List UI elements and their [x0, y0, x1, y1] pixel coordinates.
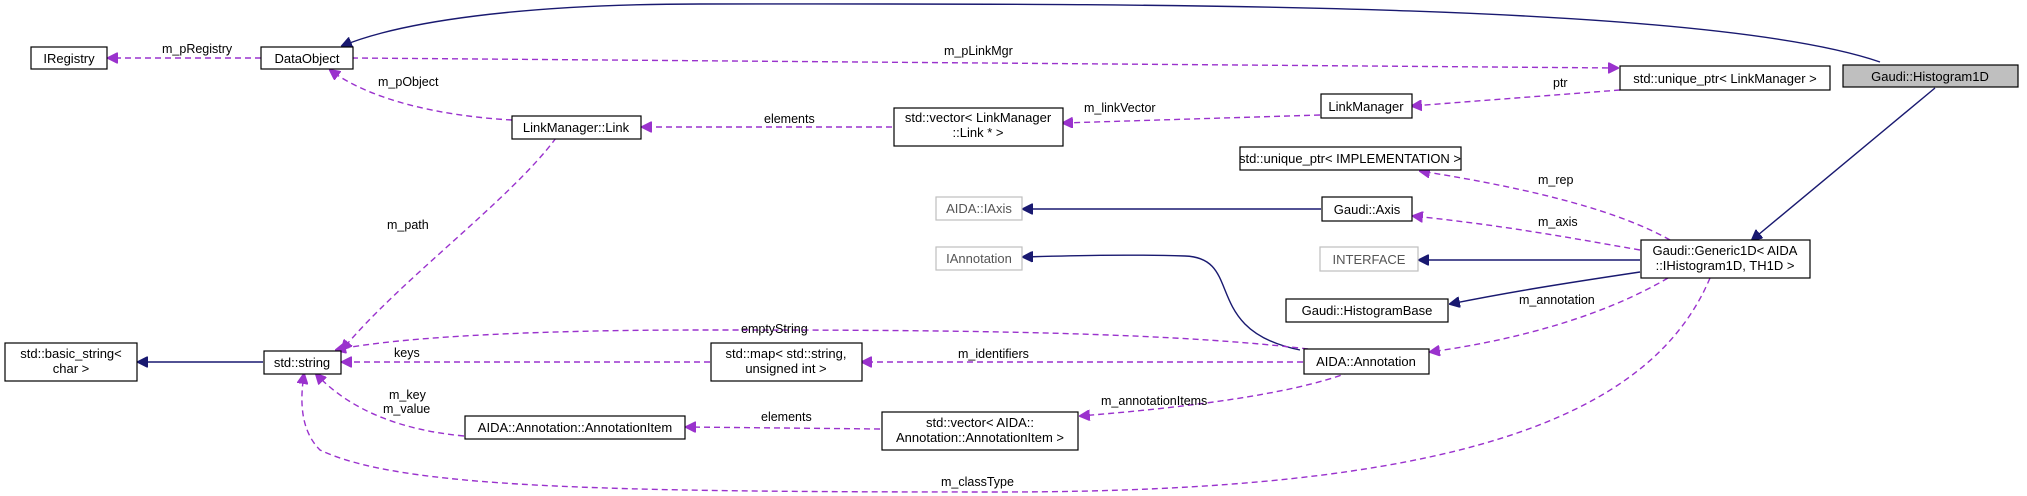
node-aida-annotation[interactable]: AIDA::Annotation [1303, 348, 1430, 375]
edge-linkmanager-to-unique-ptr [1412, 89, 1621, 106]
node-label: AIDA::IAxis [946, 201, 1012, 216]
edge-generic1d-to-unique-ptr-impl [1420, 171, 1671, 241]
edge-label-m-annotationitems: m_annotationItems [1101, 394, 1207, 408]
node-vector-annotation-item[interactable]: std::vector< AIDA:: Annotation::Annotati… [881, 411, 1079, 451]
edge-generic1d-to-axis [1413, 216, 1641, 251]
node-aida-iaxis[interactable]: AIDA::IAxis [935, 196, 1023, 221]
edge-histogram1d-to-dataobject [342, 3, 1881, 63]
node-label: unsigned int > [745, 361, 826, 376]
node-label: AIDA::Annotation::AnnotationItem [478, 420, 672, 435]
node-label: char > [53, 361, 90, 376]
edge-unique-ptr-to-dataobject [351, 57, 1618, 68]
node-gaudi-axis[interactable]: Gaudi::Axis [1321, 196, 1413, 222]
node-label: AIDA::Annotation [1316, 354, 1416, 369]
edge-label-ptr: ptr [1553, 76, 1568, 90]
edge-label-m-plinkmgr: m_pLinkMgr [944, 44, 1013, 58]
node-label: Gaudi::HistogramBase [1302, 303, 1433, 318]
edge-annotation-to-vector-item [1080, 371, 1351, 416]
edge-label-m-classtype: m_classType [941, 475, 1014, 489]
node-unique-ptr-linkmanager[interactable]: std::unique_ptr< LinkManager > [1619, 65, 1831, 91]
edge-label-m-rep: m_rep [1538, 173, 1573, 187]
node-histogram1d[interactable]: Gaudi::Histogram1D [1842, 64, 2019, 88]
node-label: Gaudi::Generic1D< AIDA [1653, 243, 1798, 258]
node-vector-link[interactable]: std::vector< LinkManager ::Link * > [893, 107, 1064, 147]
edge-linkmanager-to-vector-link [1063, 114, 1321, 123]
edge-annotation-to-string-empty [336, 329, 1309, 350]
edge-label-m-key: m_key [389, 388, 427, 402]
node-linkmanager-link[interactable]: LinkManager::Link [511, 115, 642, 140]
node-label: Gaudi::Histogram1D [1871, 69, 1989, 84]
edge-label-m-linkvector: m_linkVector [1084, 101, 1156, 115]
node-dataobject[interactable]: DataObject [260, 46, 354, 70]
edge-label-elements-link: elements [764, 112, 815, 126]
node-label: std::unique_ptr< LinkManager > [1633, 71, 1817, 86]
node-interface[interactable]: INTERFACE [1319, 246, 1419, 272]
edge-annotation-to-iannotation [1023, 255, 1301, 351]
edge-label-keys: keys [394, 346, 420, 360]
edge-annotation-item-to-string [316, 374, 465, 437]
node-std-string[interactable]: std::string [263, 350, 342, 375]
node-linkmanager[interactable]: LinkManager [1320, 93, 1413, 119]
edge-label-m-value: m_value [383, 402, 430, 416]
node-label: std::unique_ptr< IMPLEMENTATION > [1239, 151, 1461, 166]
edge-label-m-pregistry: m_pRegistry [162, 42, 233, 56]
node-basic-string[interactable]: std::basic_string< char > [4, 342, 138, 382]
node-annotation-item[interactable]: AIDA::Annotation::AnnotationItem [464, 415, 686, 440]
edge-generic1d-to-string-classtype [302, 277, 1711, 493]
node-label: IRegistry [43, 51, 95, 66]
node-label: DataObject [274, 51, 339, 66]
node-label: std::vector< AIDA:: [926, 415, 1034, 430]
edge-label-m-pobject: m_pObject [378, 75, 439, 89]
node-label: ::Link * > [953, 125, 1004, 140]
node-label: INTERFACE [1333, 252, 1406, 267]
node-generic1d[interactable]: Gaudi::Generic1D< AIDA ::IHistogram1D, T… [1640, 239, 1811, 279]
edge-label-m-path: m_path [387, 218, 429, 232]
edge-generic1d-to-annotation [1430, 277, 1669, 352]
edge-link-to-dataobject [330, 70, 513, 121]
node-label: LinkManager::Link [523, 120, 630, 135]
node-unique-ptr-implementation[interactable]: std::unique_ptr< IMPLEMENTATION > [1239, 146, 1462, 171]
node-histogrambase[interactable]: Gaudi::HistogramBase [1285, 298, 1449, 323]
node-label: std::vector< LinkManager [905, 110, 1052, 125]
edge-label-m-axis: m_axis [1538, 215, 1578, 229]
node-label: Gaudi::Axis [1334, 202, 1401, 217]
edge-generic1d-to-histogrambase [1450, 271, 1641, 304]
node-label: ::IHistogram1D, TH1D > [1656, 258, 1795, 273]
node-label: Annotation::AnnotationItem > [896, 430, 1064, 445]
node-label: std::map< std::string, [725, 346, 846, 361]
edge-label-m-identifiers: m_identifiers [958, 347, 1029, 361]
edge-label-elements-item: elements [761, 410, 812, 424]
node-iannotation[interactable]: IAnnotation [935, 246, 1023, 271]
node-label: IAnnotation [946, 251, 1012, 266]
edge-link-to-string [342, 137, 557, 350]
edge-label-emptystring: emptyString [741, 322, 808, 336]
node-label: std::string [274, 355, 330, 370]
node-label: std::basic_string< [20, 346, 122, 361]
node-iregistry[interactable]: IRegistry [30, 46, 108, 70]
node-label: LinkManager [1328, 99, 1404, 114]
edge-histogram1d-to-generic1d [1752, 87, 1936, 240]
edge-label-m-annotation: m_annotation [1519, 293, 1595, 307]
edge-vector-item-to-annotation-item [686, 427, 881, 429]
node-std-map[interactable]: std::map< std::string, unsigned int > [710, 342, 863, 382]
